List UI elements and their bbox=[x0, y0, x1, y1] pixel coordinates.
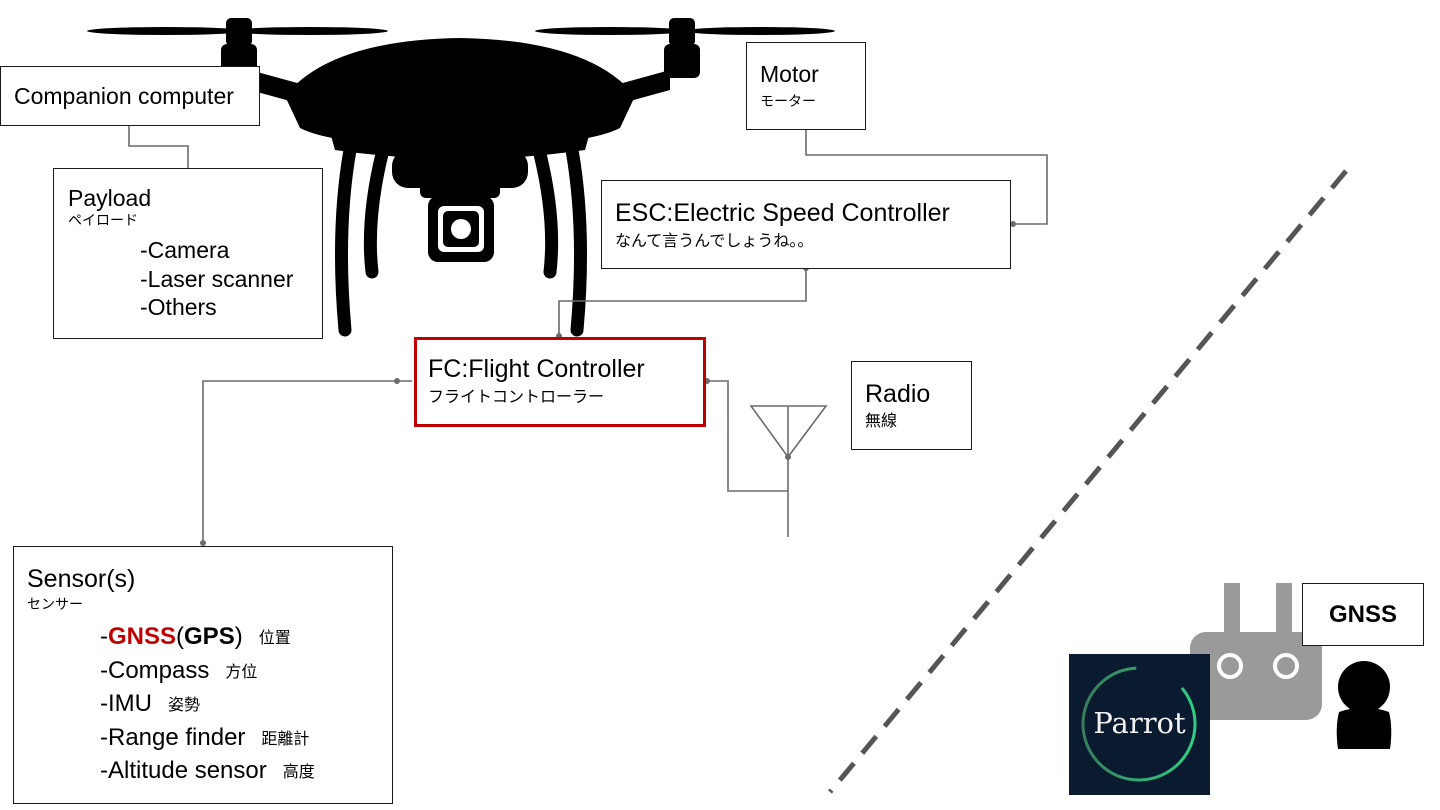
motor-subtitle: モーター bbox=[760, 94, 816, 110]
gnss-label: GNSS bbox=[108, 623, 177, 650]
sensor-item-label: -Compass bbox=[100, 657, 210, 684]
sensors-box: Sensor(s) センサー -GNSS(GPS) 位置 -Compass 方位 -… bbox=[13, 546, 393, 804]
gnss-paren-close: ) bbox=[234, 623, 243, 650]
ground-gnss-label: GNSS bbox=[1328, 601, 1397, 628]
sensors-subtitle: センサー bbox=[27, 597, 83, 613]
sensor-item-gnss: -GNSS(GPS) 位置 bbox=[100, 625, 291, 649]
sensor-item-jp: 姿勢 bbox=[167, 695, 200, 714]
sensor-item-jp: 距離計 bbox=[261, 729, 310, 748]
payload-box: Payload ペイロード -Camera -Laser scanner -Ot… bbox=[53, 168, 323, 339]
gnss-dash: - bbox=[100, 623, 108, 650]
payload-item: -Laser scanner bbox=[140, 266, 294, 292]
sensor-item: -Altitude sensor 高度 bbox=[100, 759, 315, 783]
motor-box: Motor モーター bbox=[746, 42, 866, 130]
radio-subtitle: 無線 bbox=[865, 411, 898, 430]
sensor-item: -IMU 姿勢 bbox=[100, 692, 200, 716]
gps-label: GPS bbox=[184, 623, 235, 650]
payload-item: -Others bbox=[140, 294, 217, 320]
motor-title: Motor bbox=[760, 61, 819, 87]
sensor-item: -Compass 方位 bbox=[100, 659, 257, 683]
radio-box: Radio 無線 bbox=[851, 361, 972, 450]
landing-gear bbox=[335, 143, 587, 337]
sensors-title: Sensor(s) bbox=[27, 565, 136, 593]
payload-title: Payload bbox=[68, 185, 152, 211]
air-ground-divider bbox=[828, 169, 1348, 794]
sensor-item-jp: 高度 bbox=[282, 762, 315, 781]
sensor-item-jp: 方位 bbox=[225, 662, 258, 681]
esc-title: ESC:Electric Speed Controller bbox=[615, 199, 950, 227]
remote-controller-icon bbox=[1190, 583, 1322, 720]
radio-title: Radio bbox=[865, 380, 931, 408]
esc-box: ESC:Electric Speed Controller なんて言うんでしょう… bbox=[601, 180, 1011, 269]
sensor-item-label: -Range finder bbox=[100, 724, 246, 751]
connector-lines bbox=[128, 125, 1048, 545]
sensor-item-label: -Altitude sensor bbox=[100, 757, 267, 784]
person-icon bbox=[1336, 661, 1392, 749]
flight-controller-box: FC:Flight Controller フライトコントローラー bbox=[414, 337, 706, 427]
ground-gnss-box: GNSS bbox=[1302, 583, 1424, 646]
payload-item: -Camera bbox=[140, 237, 230, 263]
gnss-paren-open: ( bbox=[176, 623, 185, 650]
gnss-jp: 位置 bbox=[258, 628, 291, 647]
companion-computer-title: Companion computer bbox=[14, 83, 234, 109]
sensor-item: -Range finder 距離計 bbox=[100, 726, 309, 750]
fc-title: FC:Flight Controller bbox=[428, 355, 645, 383]
esc-subtitle: なんて言うんでしょうね。。 bbox=[615, 231, 814, 250]
parrot-logo-text: Parrot bbox=[1093, 706, 1186, 740]
sensor-item-label: -IMU bbox=[100, 690, 152, 717]
antenna-icon bbox=[749, 405, 828, 537]
companion-computer-box: Companion computer bbox=[0, 66, 260, 126]
fc-subtitle: フライトコントローラー bbox=[428, 387, 605, 406]
payload-subtitle: ペイロード bbox=[68, 213, 138, 229]
